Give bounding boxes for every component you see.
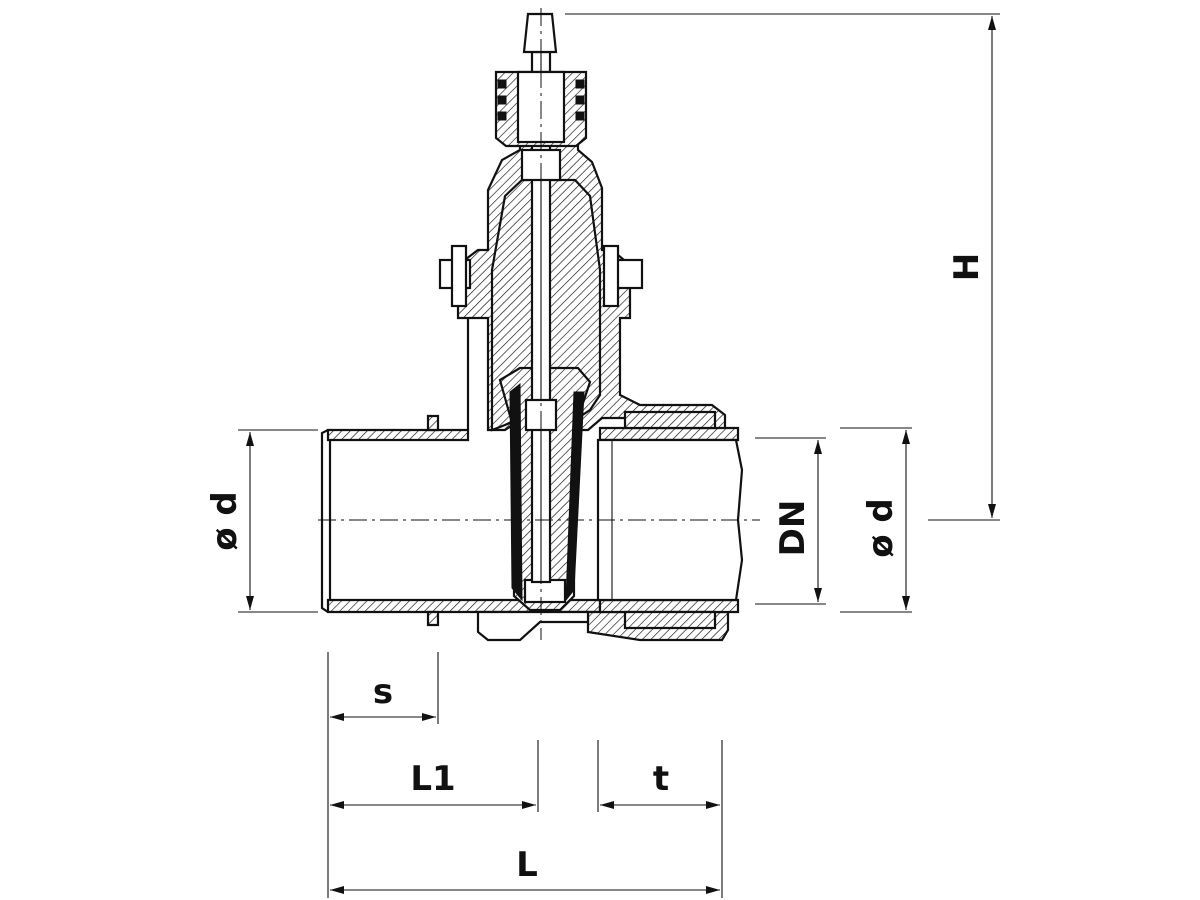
dim-label-d-right: ø d bbox=[861, 498, 901, 558]
dim-label-l: L bbox=[516, 845, 538, 885]
dimensions: ø d DN ø d H s L1 t L bbox=[205, 13, 1000, 898]
dim-label-s: s bbox=[373, 672, 393, 712]
dim-label-l1: L1 bbox=[410, 759, 455, 799]
dim-label-d-left: ø d bbox=[205, 491, 245, 551]
dim-label-t: t bbox=[653, 759, 669, 799]
bonnet-bolts bbox=[438, 244, 644, 308]
dim-label-h: H bbox=[947, 253, 987, 281]
dim-label-dn: DN bbox=[773, 500, 813, 557]
valve-body bbox=[320, 142, 744, 642]
